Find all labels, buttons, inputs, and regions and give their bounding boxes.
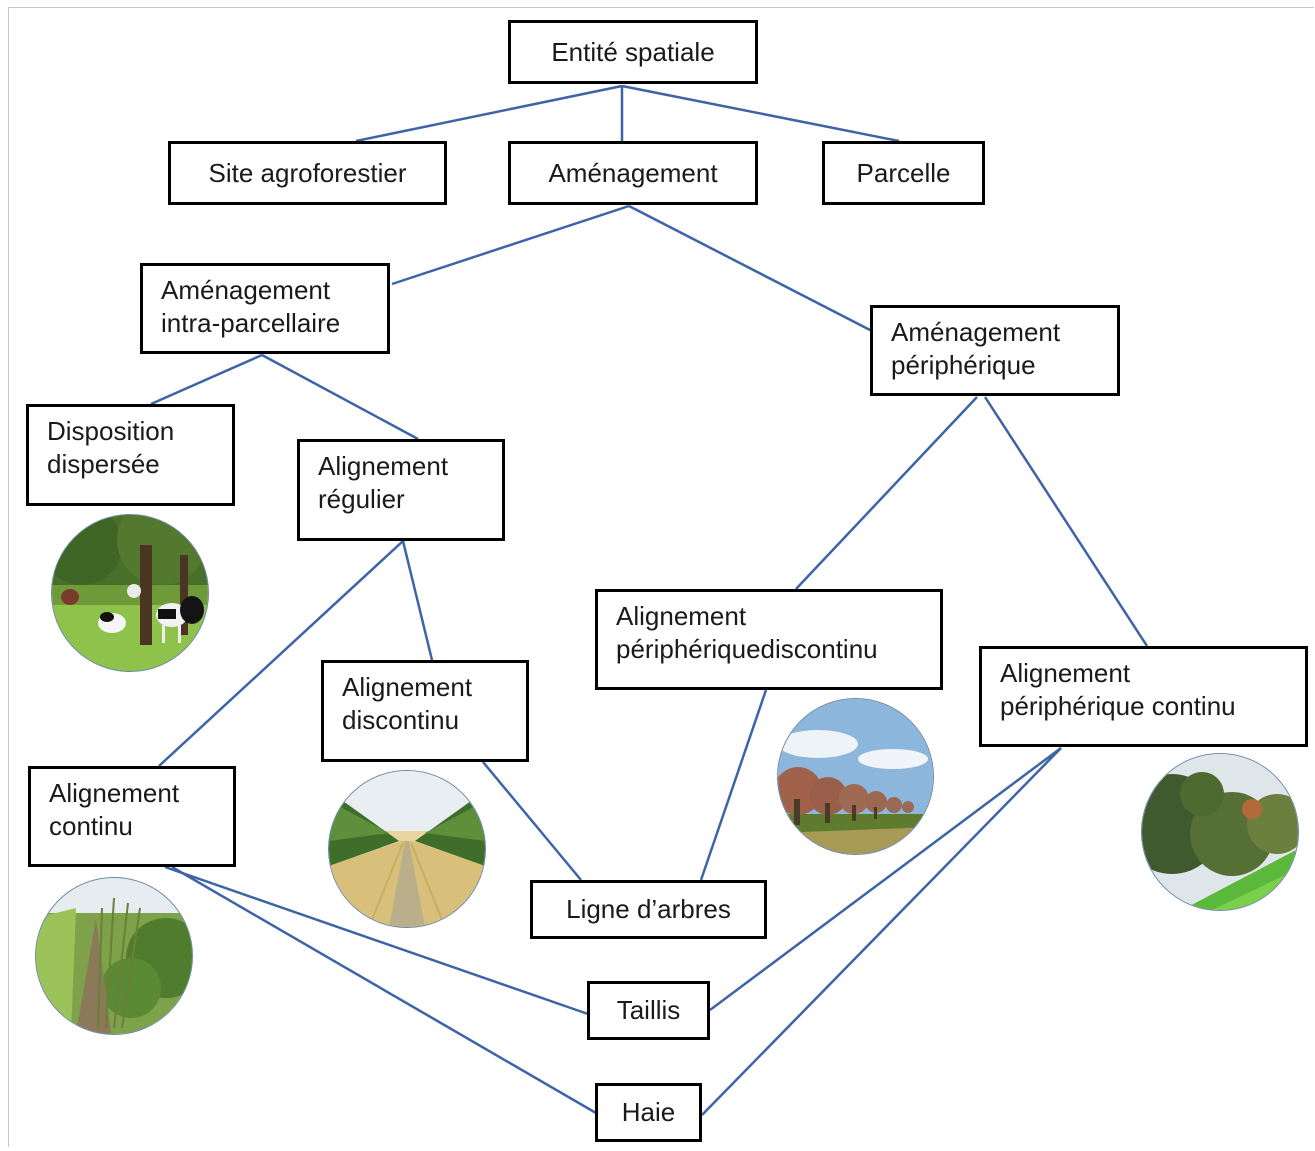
node-site-agroforestier: Site agroforestier	[168, 141, 447, 205]
edge-peri-peri_continu	[983, 396, 1149, 647]
node-alignement-peripherique-discontinu: Alignement périphériquediscontinu	[595, 589, 943, 690]
edge-peri-peri_discontinu	[795, 396, 978, 590]
node-disposition-dispersee: Disposition dispersée	[26, 404, 235, 506]
cows-orchard-photo	[51, 514, 209, 672]
hedgerow-photo	[1141, 753, 1299, 911]
edge-intra-dispersee	[150, 353, 263, 406]
node-alignement-discontinu: Alignement discontinu	[321, 660, 529, 762]
node-amenagement-intra-parcellaire: Aménagement intra-parcellaire	[140, 263, 390, 354]
edge-regulier-discontinu	[401, 540, 434, 661]
diagram-frame	[8, 7, 1314, 1147]
edge-amenagement-intra	[391, 204, 630, 286]
node-alignement-regulier: Alignement régulier	[297, 439, 505, 541]
edge-peri_continu-haie	[701, 747, 1062, 1116]
node-entite-spatiale: Entité spatiale	[508, 20, 758, 84]
edge-discontinu-ligne	[482, 761, 582, 881]
node-amenagement: Aménagement	[508, 141, 758, 205]
coppice-photo	[35, 877, 193, 1035]
edge-continu-taillis	[164, 865, 589, 1016]
node-taillis: Taillis	[587, 981, 710, 1040]
edge-intra-regulier	[261, 353, 419, 441]
edge-continu-haie	[171, 865, 597, 1115]
edge-regulier-continu	[158, 540, 404, 767]
node-parcelle: Parcelle	[822, 141, 985, 205]
node-alignement-continu: Alignement continu	[28, 766, 236, 867]
pollard-willows-photo	[777, 698, 934, 855]
tree-rows-field-photo	[328, 770, 486, 928]
edge-peri_continu-taillis	[709, 746, 1062, 1012]
node-alignement-peripherique-continu: Alignement périphérique continu	[979, 646, 1308, 747]
edge-peri_discontinu-ligne	[699, 689, 768, 881]
edge-entite-site	[355, 84, 623, 143]
edge-amenagement-peri	[628, 204, 873, 333]
edge-entite-parcelle	[621, 84, 900, 143]
node-amenagement-peripherique: Aménagement périphérique	[870, 305, 1120, 396]
node-ligne-darbres: Ligne d’arbres	[530, 880, 767, 939]
node-haie: Haie	[595, 1083, 702, 1142]
